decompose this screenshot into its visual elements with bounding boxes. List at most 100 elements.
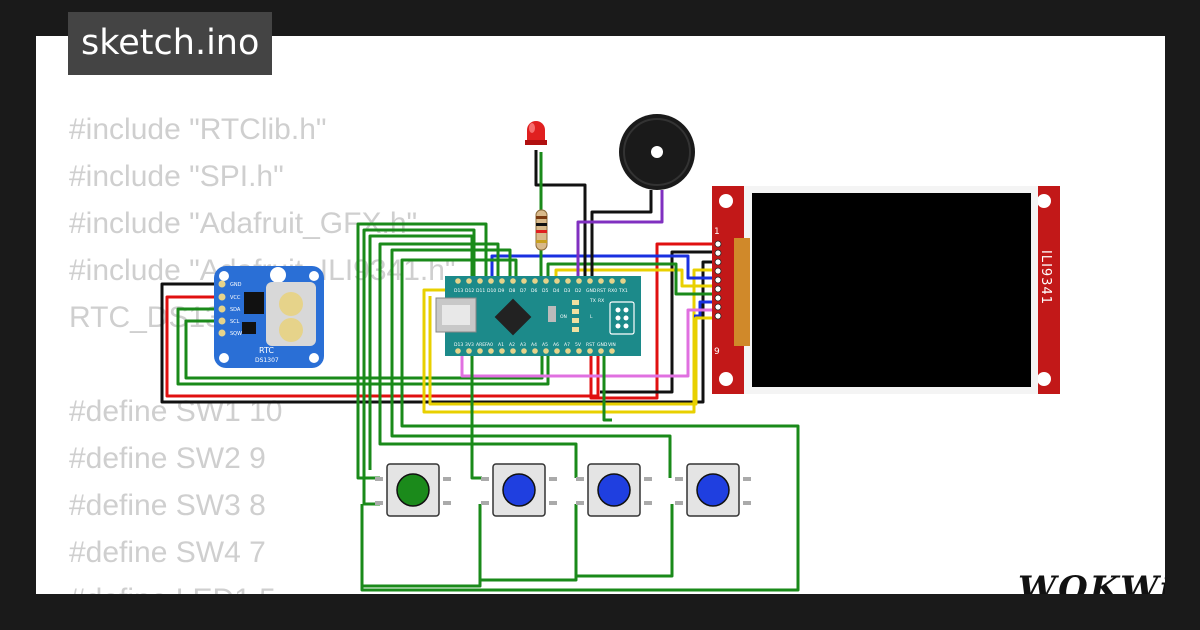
nano-top-pin-label: D7 bbox=[520, 288, 526, 294]
nano-bottom-pin-label: A5 bbox=[542, 342, 548, 348]
code-line: #define LED1 5 bbox=[69, 576, 456, 594]
wire-gnd-b bbox=[602, 346, 612, 422]
nano-bottom-pin-label: 3V3 bbox=[465, 342, 474, 348]
nano-bottom-pin bbox=[477, 348, 483, 354]
display-pin bbox=[714, 267, 722, 275]
button-2[interactable] bbox=[481, 463, 557, 517]
display-pin bbox=[714, 303, 722, 311]
nano-bottom-pin-label: RST bbox=[586, 342, 595, 348]
button-1[interactable] bbox=[375, 463, 451, 517]
nano-bottom-pin bbox=[499, 348, 505, 354]
wire-display-blue-1 bbox=[490, 254, 716, 280]
display-pin bbox=[714, 249, 722, 257]
code-line: #define SW2 9 bbox=[69, 442, 266, 475]
wire-display-yellow-2 bbox=[554, 268, 716, 288]
nano-top-pin-label: D11 bbox=[476, 288, 485, 294]
nano-top-pin-label: D4 bbox=[553, 288, 559, 294]
nano-top-pin bbox=[609, 278, 615, 284]
nano-top-pin-label: D5 bbox=[542, 288, 548, 294]
button-3[interactable] bbox=[576, 463, 652, 517]
nano-top-pin-label: RST bbox=[597, 288, 606, 294]
nano-bottom-pin-label: A7 bbox=[564, 342, 570, 348]
button-cap[interactable] bbox=[597, 473, 631, 507]
nano-led-label: RX bbox=[598, 298, 604, 304]
nano-bottom-pin-label: 5V bbox=[575, 342, 582, 348]
display-screen bbox=[752, 193, 1031, 387]
nano-top-pin bbox=[554, 278, 560, 284]
button-cap[interactable] bbox=[396, 473, 430, 507]
nano-top-pin bbox=[466, 278, 472, 284]
nano-bottom-pin bbox=[587, 348, 593, 354]
nano-top-pin-label: D3 bbox=[564, 288, 570, 294]
wire-display-gnd bbox=[600, 250, 716, 394]
display-pin bbox=[714, 258, 722, 266]
nano-bottom-pin bbox=[532, 348, 538, 354]
wire-gnd-black bbox=[160, 260, 716, 404]
nano-top-pin-label: D12 bbox=[465, 288, 474, 294]
nano-top-pin bbox=[510, 278, 516, 284]
rtc-pin-label: SQW bbox=[230, 331, 242, 337]
button-cap[interactable] bbox=[502, 473, 536, 507]
nano-power-label: ON bbox=[560, 314, 567, 320]
nano-bottom-pin bbox=[598, 348, 604, 354]
button-4[interactable] bbox=[675, 463, 751, 517]
nano-bottom-pin-label: AREF bbox=[476, 342, 488, 348]
wire-led-cathode bbox=[534, 150, 587, 280]
nano-top-pin-label: D8 bbox=[509, 288, 515, 294]
nano-bottom-pin bbox=[521, 348, 527, 354]
nano-top-pin bbox=[455, 278, 461, 284]
nano-bottom-pin bbox=[565, 348, 571, 354]
file-tab[interactable]: sketch.ino bbox=[68, 12, 273, 75]
rtc-pin-label: VCC bbox=[230, 295, 241, 301]
nano-bottom-pin bbox=[455, 348, 461, 354]
display-pin bbox=[714, 276, 722, 284]
code-line: #define SW1 10 bbox=[69, 395, 283, 428]
nano-bottom-pin bbox=[510, 348, 516, 354]
nano-top-pin-label: TX1 bbox=[618, 288, 628, 294]
circuit-diagram: GND VCC SDA SCL SQW RTC DS1307 bbox=[160, 114, 1060, 592]
nano-top-pin-label: D10 bbox=[487, 288, 496, 294]
wire-btn2 bbox=[368, 234, 482, 480]
wire-btn1-b bbox=[362, 228, 476, 506]
nano-top-pin bbox=[521, 278, 527, 284]
wire-display-vcc bbox=[589, 242, 716, 400]
nano-bottom-pin bbox=[554, 348, 560, 354]
nano-bottom-pin-label: GND bbox=[597, 342, 608, 348]
nano-top-pin bbox=[565, 278, 571, 284]
nano-top-pin bbox=[576, 278, 582, 284]
ili9341-display: 1 9 ILI9341 bbox=[712, 186, 1060, 394]
buzzer bbox=[619, 114, 695, 190]
preview-card: #include "RTClib.h" #include "SPI.h" #in… bbox=[36, 36, 1165, 594]
wire-display-yellow-3 bbox=[428, 296, 716, 406]
nano-top-pin bbox=[598, 278, 604, 284]
nano-top-pin-label: RX0 bbox=[608, 288, 617, 294]
led[interactable] bbox=[525, 121, 547, 145]
nano-bottom-pin bbox=[488, 348, 494, 354]
nano-top-pin-label: D2 bbox=[575, 288, 581, 294]
wire-sda-green bbox=[176, 307, 550, 386]
rtc-pin-labels: GND VCC SDA SCL SQW bbox=[230, 282, 242, 337]
display-pin bbox=[714, 294, 722, 302]
nano-top-pin bbox=[532, 278, 538, 284]
nano-bottom-pin bbox=[576, 348, 582, 354]
wire-buzzer-gnd bbox=[590, 190, 653, 280]
code-line: #include "RTClib.h" bbox=[69, 113, 327, 146]
rtc-pin-label: SDA bbox=[230, 307, 241, 313]
nano-bottom-pin-label: A4 bbox=[531, 342, 537, 348]
rtc-pin-label: SCL bbox=[230, 319, 240, 325]
wire-buzzer-signal bbox=[576, 190, 664, 280]
nano-top-pin bbox=[499, 278, 505, 284]
rtc-title: RTC bbox=[259, 346, 274, 355]
nano-bottom-pin-label: A0 bbox=[487, 342, 493, 348]
button-cap[interactable] bbox=[696, 473, 730, 507]
display-pin-first: 1 bbox=[714, 227, 720, 237]
nano-top-pin-label: D9 bbox=[498, 288, 504, 294]
display-pin bbox=[714, 285, 722, 293]
nano-bottom-pin-label: A2 bbox=[509, 342, 515, 348]
wire-display-green bbox=[546, 262, 716, 296]
nano-top-pin-label: D6 bbox=[531, 288, 537, 294]
nano-bottom-pin-label: A6 bbox=[553, 342, 559, 348]
wires bbox=[160, 150, 800, 592]
nano-top-pin bbox=[620, 278, 626, 284]
